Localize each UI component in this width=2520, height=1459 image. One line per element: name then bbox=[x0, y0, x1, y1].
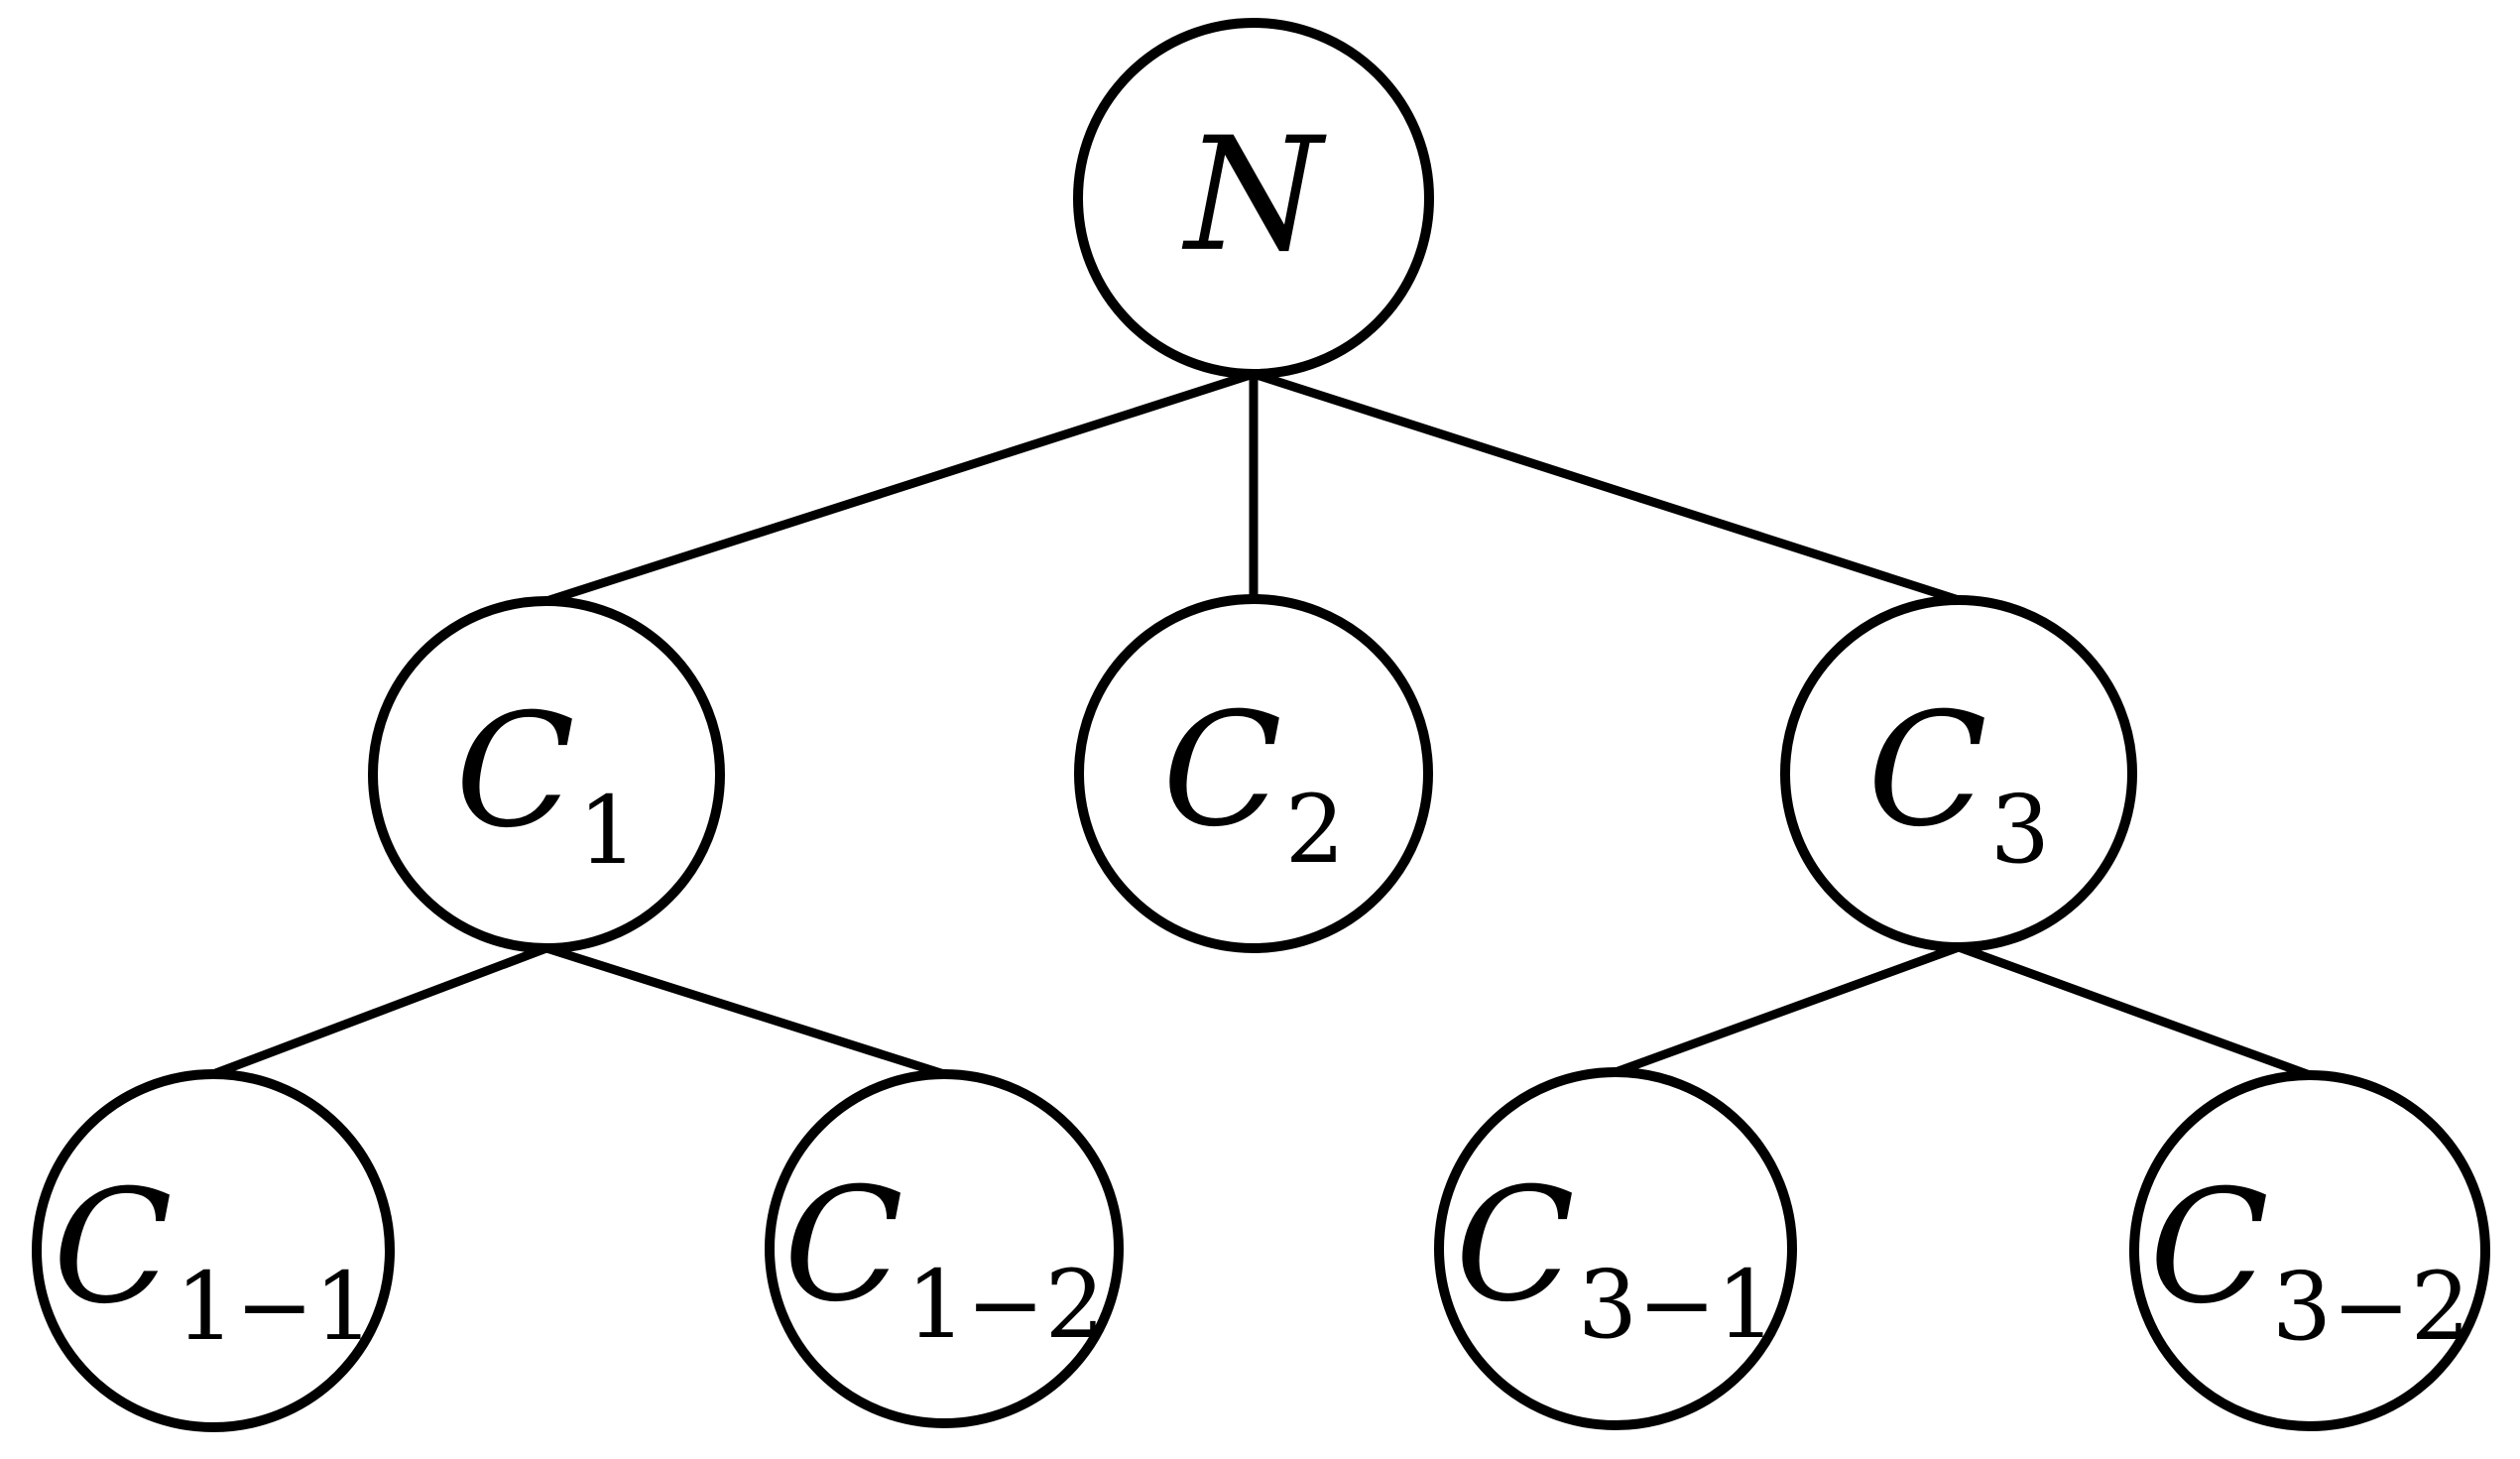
node-label-base: C bbox=[53, 1155, 173, 1339]
node-circle-C3-2 bbox=[2129, 1070, 2490, 1431]
node-label-base: C bbox=[2149, 1155, 2269, 1339]
node-label-C1-2: C1−2 bbox=[783, 1167, 1105, 1352]
node-circle-C1 bbox=[368, 596, 725, 953]
edge-C1-C1-2 bbox=[544, 943, 946, 1079]
node-circle-C1-1 bbox=[32, 1069, 395, 1432]
node-circle-C3-1 bbox=[1434, 1067, 1797, 1430]
node-circle-C3 bbox=[1780, 595, 2137, 952]
edge-N-C3 bbox=[1252, 369, 1961, 605]
node-label-C3: C3 bbox=[1867, 692, 2050, 877]
node-label-subscript: 2 bbox=[1284, 775, 1346, 885]
node-label-subscript: 3−1 bbox=[1577, 1250, 1776, 1360]
edge-C1-C1-1 bbox=[211, 943, 548, 1079]
node-label-C3-1: C3−1 bbox=[1455, 1167, 1776, 1352]
node-label-C2: C2 bbox=[1162, 692, 1345, 877]
node-label-subscript: 3 bbox=[1989, 775, 2051, 885]
edge-C3-C3-1 bbox=[1614, 942, 1961, 1077]
node-circle-C1-2 bbox=[765, 1069, 1124, 1428]
node-label-base: C bbox=[454, 679, 575, 863]
node-label-base: C bbox=[783, 1154, 903, 1337]
node-label-base: N bbox=[1184, 103, 1323, 287]
node-label-C1-1: C1−1 bbox=[53, 1169, 374, 1354]
node-label-subscript: 3−2 bbox=[2271, 1252, 2470, 1362]
node-circle-N bbox=[1073, 18, 1434, 379]
node-label-base: C bbox=[1161, 678, 1282, 862]
node-label-base: C bbox=[1866, 678, 1987, 862]
node-label-subscript: 1 bbox=[577, 776, 639, 886]
node-label-N: N bbox=[1185, 117, 1322, 274]
node-label-C3-2: C3−2 bbox=[2149, 1169, 2470, 1354]
node-label-C1: C1 bbox=[455, 693, 638, 878]
node-circle-C2 bbox=[1074, 594, 1433, 953]
edge-N-C1 bbox=[544, 369, 1256, 606]
node-label-subscript: 1−1 bbox=[175, 1252, 374, 1362]
node-label-base: C bbox=[1455, 1154, 1575, 1337]
edge-C3-C3-2 bbox=[1957, 942, 2312, 1080]
node-label-subscript: 1−2 bbox=[905, 1250, 1105, 1360]
